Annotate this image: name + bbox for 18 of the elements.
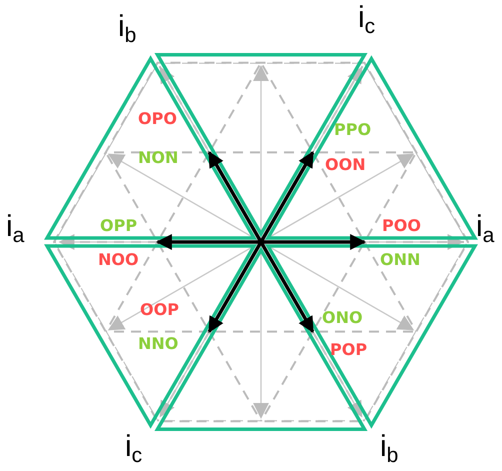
switching-state-label: NOO [98,252,139,268]
switching-state-label: ONO [322,310,363,326]
phase-current-label: i$_{b}$ [380,432,398,466]
switching-state-label: NON [138,150,178,166]
switching-state-label: OOP [140,302,179,318]
switching-state-label: OPO [138,111,177,127]
switching-state-label: OON [325,157,366,173]
phase-current-label: i$_{b}$ [118,12,136,46]
switching-state-label: OPP [100,218,138,234]
phase-current-label: i$_{c}$ [358,3,376,37]
switching-state-label: ONN [380,252,420,268]
phase-current-label: i$_{a}$ [6,212,24,246]
phase-current-label: i$_{a}$ [476,212,494,246]
phase-current-label: i$_{c}$ [125,432,142,466]
switching-state-label: POO [382,218,421,234]
switching-state-label: NNO [138,336,178,352]
switching-state-label: PPO [334,122,372,138]
switching-state-label: POP [330,342,368,358]
